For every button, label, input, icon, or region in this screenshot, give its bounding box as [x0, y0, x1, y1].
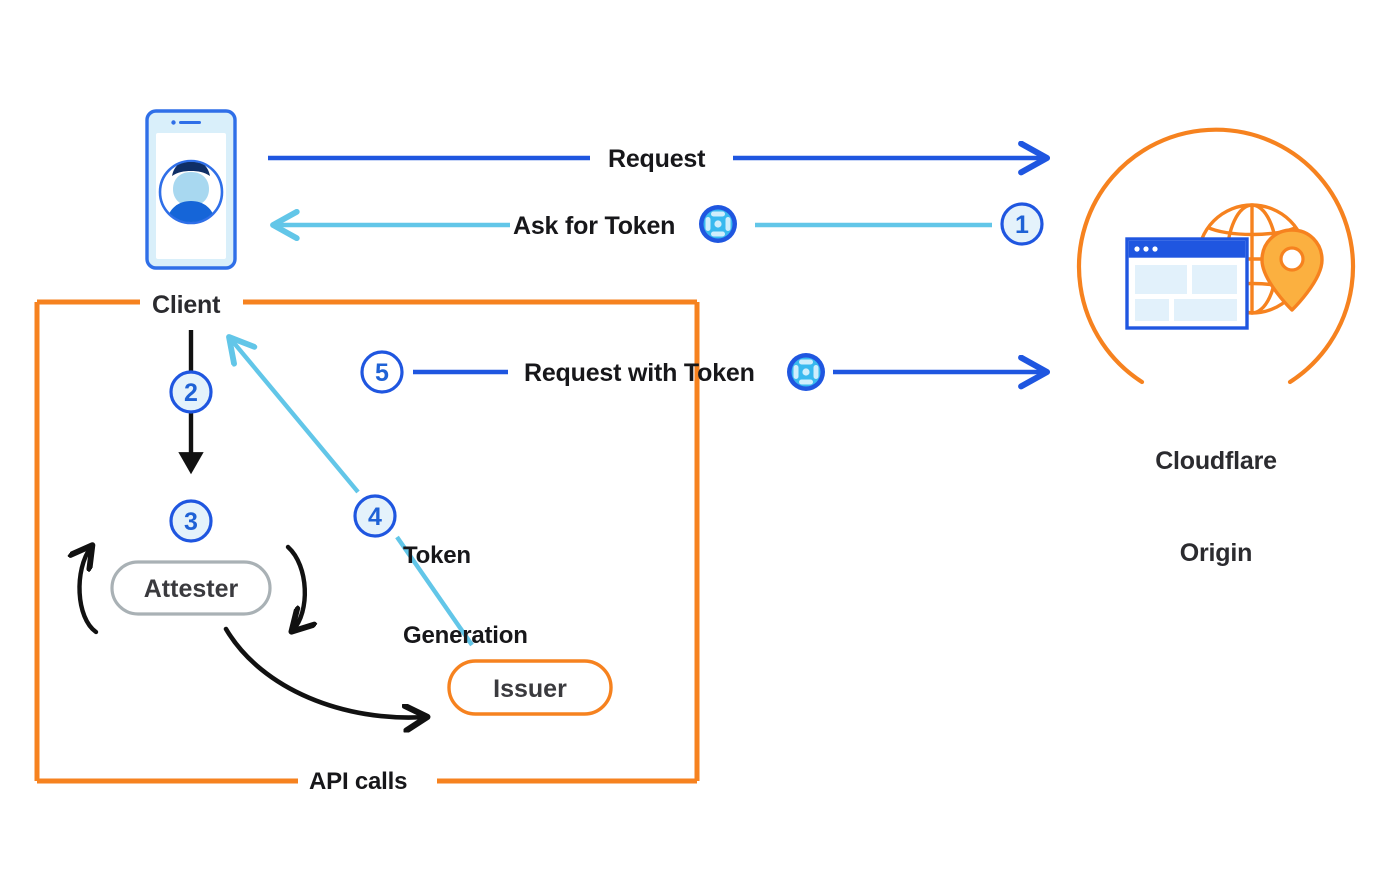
browser-window-icon: [1125, 237, 1249, 330]
issuer-label: Issuer: [493, 675, 567, 703]
step-number-2: 2: [184, 379, 198, 407]
step-number-3: 3: [184, 508, 198, 536]
flow-token-generation-arrow: [229, 337, 474, 647]
step-circle-4: 4: [353, 494, 397, 538]
token-icon-ask: [699, 205, 737, 243]
token-generation-line2: Generation: [403, 622, 528, 650]
step-number-4: 4: [368, 503, 382, 531]
attester-loop-left-arrow: [80, 547, 99, 635]
issuer-node: Issuer: [447, 659, 613, 716]
api-calls-group-box: [34, 299, 700, 784]
attester-loop-right-arrow: [285, 544, 305, 630]
origin-label-line2: Origin: [1179, 538, 1253, 567]
token-generation-label: Token Generation: [403, 489, 528, 704]
label-request: Request: [608, 145, 706, 173]
step-number-1: 1: [1015, 211, 1029, 239]
step-circle-1: 1: [1000, 202, 1044, 246]
mobile-phone-user-icon: [145, 109, 237, 270]
cloudflare-origin-icon: [1076, 127, 1356, 385]
api-calls-label: API calls: [309, 768, 408, 795]
token-icon-request: [787, 353, 825, 391]
attester-node: Attester: [110, 560, 272, 616]
origin-label: Cloudflare Origin: [1134, 385, 1298, 629]
client-label: Client: [152, 291, 221, 319]
step-circle-2: 2: [169, 370, 213, 414]
origin-label-line1: Cloudflare: [1155, 447, 1277, 475]
label-ask-for-token: Ask for Token: [513, 212, 676, 240]
attester-label: Attester: [144, 575, 239, 603]
step-circle-5: 5: [360, 350, 404, 394]
step-circle-3: 3: [169, 499, 213, 543]
token-generation-line1: Token: [403, 541, 471, 569]
attester-to-issuer-arrow: [223, 626, 425, 718]
location-pin-icon: [1260, 228, 1324, 312]
step-number-5: 5: [375, 359, 389, 387]
label-request-with-token: Request with Token: [524, 359, 755, 387]
